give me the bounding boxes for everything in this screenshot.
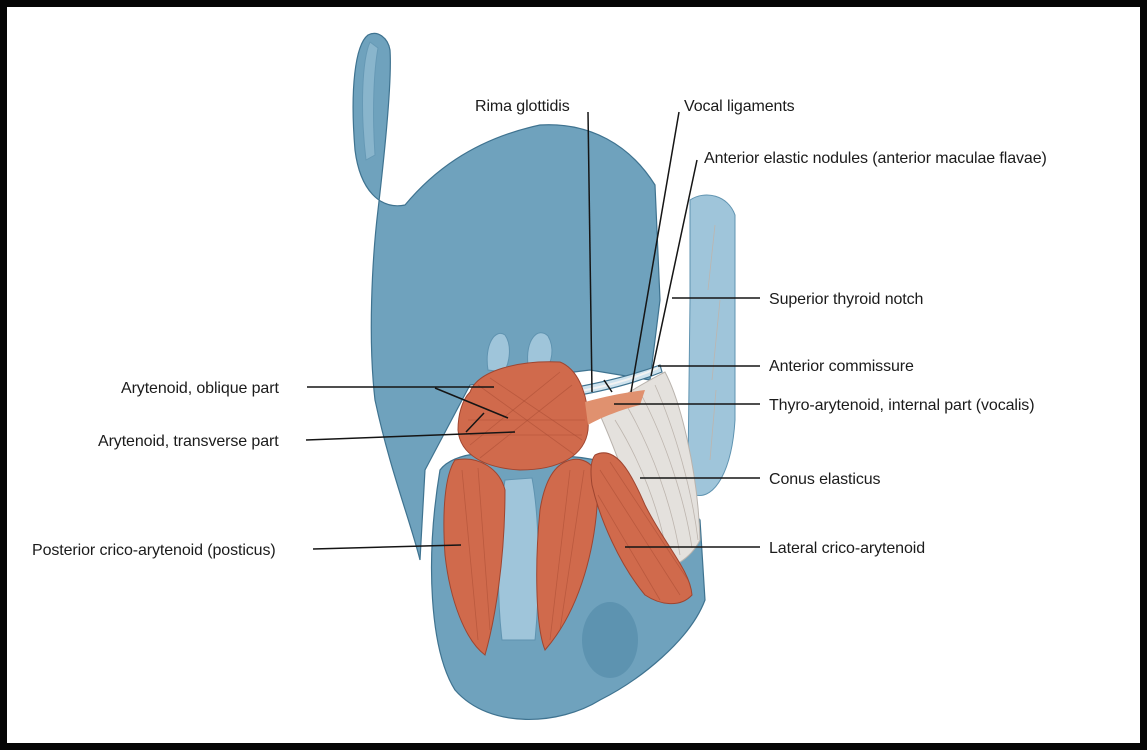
label-anterior-elastic-nodules: Anterior elastic nodules (anterior macul… [704, 150, 1047, 167]
label-anterior-commissure: Anterior commissure [769, 358, 914, 375]
label-posterior-crico-arytenoid: Posterior crico-arytenoid (posticus) [32, 542, 276, 559]
label-arytenoid-oblique: Arytenoid, oblique part [121, 380, 279, 397]
label-thyro-arytenoid: Thyro-arytenoid, internal part (vocalis) [769, 397, 1034, 414]
thyroid-prominence [688, 195, 735, 496]
label-superior-thyroid-notch: Superior thyroid notch [769, 291, 923, 308]
label-rima-glottidis: Rima glottidis [475, 98, 570, 115]
cricoid-facet [582, 602, 638, 678]
label-conus-elasticus: Conus elasticus [769, 471, 881, 488]
label-vocal-ligaments: Vocal ligaments [684, 98, 795, 115]
label-arytenoid-transverse: Arytenoid, transverse part [98, 433, 279, 450]
label-lateral-crico-arytenoid: Lateral crico-arytenoid [769, 540, 925, 557]
